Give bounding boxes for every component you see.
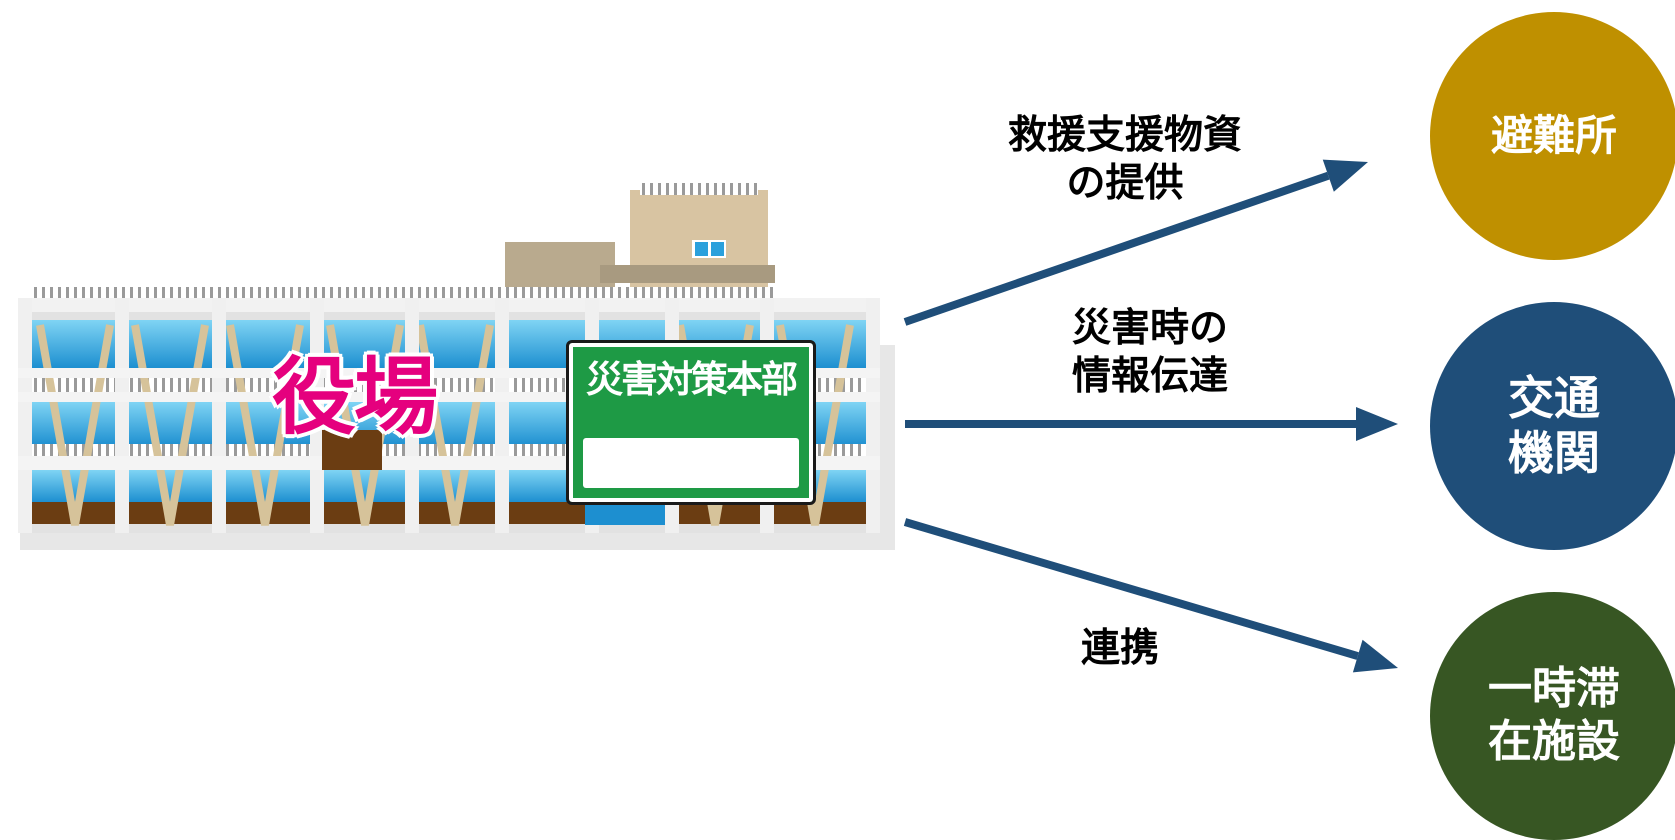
node-label-line: 一時滞 — [1488, 663, 1620, 715]
node-label-line: 機関 — [1508, 426, 1600, 480]
node-temporary-stay-facility: 一時滞 在施設 — [1430, 592, 1675, 840]
arrow-to-shelter-shaft — [903, 171, 1330, 326]
sign-blank-panel — [583, 438, 799, 488]
arrow-to-facility-shaft — [903, 518, 1359, 660]
node-label-line: 交通 — [1508, 370, 1600, 425]
edge-label-relief-supplies: 救援支援物資 の提供 — [975, 112, 1275, 207]
edge-label-information: 災害時の 情報伝達 — [1025, 305, 1275, 400]
town-hall-name-label: 役場 — [272, 348, 438, 446]
edge-label-cooperation: 連携 — [1030, 625, 1210, 673]
arrow-to-shelter-head — [1322, 159, 1368, 192]
node-transport-operators: 交通 機関 — [1430, 302, 1675, 550]
node-label-line: 在施設 — [1488, 716, 1620, 767]
edge-label-line: 災害時の — [1071, 306, 1228, 351]
disaster-hq-sign: 災害対策本部 — [566, 340, 816, 505]
node-evacuation-shelter: 避難所 — [1430, 12, 1675, 260]
arrow-to-facility-head — [1352, 639, 1398, 673]
edge-label-line: 連携 — [1080, 626, 1159, 671]
edge-label-line: 救援支援物資 — [1007, 113, 1242, 158]
node-label-line: 避難所 — [1490, 110, 1617, 160]
disaster-hq-sign-text: 災害対策本部 — [586, 358, 798, 401]
arrow-to-transport-head — [1356, 407, 1398, 441]
edge-label-line: の提供 — [1066, 160, 1184, 206]
edge-label-line: 情報伝達 — [1071, 353, 1228, 399]
